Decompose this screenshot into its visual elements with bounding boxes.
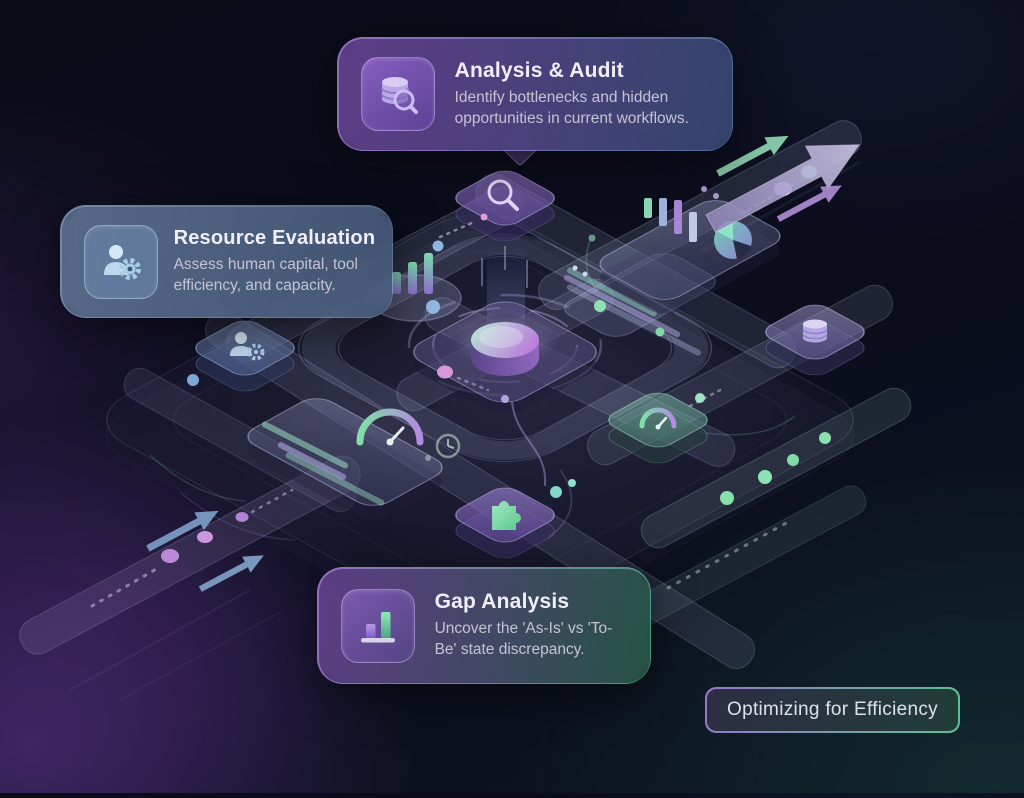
database-icon (802, 319, 828, 343)
inflow-arrow-1 (146, 510, 219, 552)
panel-text-line (261, 421, 349, 469)
gauge-node (608, 392, 708, 464)
metrics-panel (247, 398, 461, 520)
growth-arrow-large (705, 144, 861, 234)
card-description: Uncover the 'As-Is' vs 'To-Be' state dis… (434, 620, 613, 659)
card-title: Analysis & Audit (454, 58, 624, 82)
callout-card-gap-analysis: Gap Analysis Uncover the 'As-Is' vs 'To-… (317, 567, 652, 685)
card-description: Assess human capital, tool efficiency, a… (173, 255, 358, 294)
user-gear-icon (230, 332, 265, 361)
panel-gauge (356, 408, 424, 446)
hub-node (413, 301, 597, 415)
panel-pie-chart (714, 220, 752, 259)
search-node (455, 170, 555, 242)
callout-card-analysis-audit: Analysis & Audit Identify bottlenecks an… (337, 37, 734, 152)
hub-disc-top (471, 322, 539, 358)
inflow-arrow-2 (198, 555, 264, 592)
growth-arrow-purple (776, 185, 842, 222)
panel-text-line (285, 452, 385, 506)
clock-icon (425, 433, 461, 461)
badge-label: Optimizing for Efficiency (727, 699, 938, 720)
growth-arrow-green (716, 135, 789, 177)
card-title: Gap Analysis (434, 590, 570, 614)
flow-dots (90, 165, 831, 608)
gauge-icon (639, 407, 677, 430)
connector-wires (501, 234, 599, 539)
beam-sparks (481, 246, 528, 288)
panel-dot (701, 186, 707, 192)
database-search-icon (360, 57, 435, 132)
card-title: Resource Evaluation (173, 226, 376, 249)
puzzle-icon (492, 501, 521, 530)
magnifier-icon (487, 179, 519, 211)
panel-bar-chart (644, 198, 697, 242)
database-node (765, 304, 865, 376)
lane-left (123, 367, 357, 513)
user-gear-icon (83, 224, 158, 299)
panel-text-line (277, 442, 347, 480)
puzzle-node (455, 487, 555, 559)
callout-card-resource-evaluation: Resource Evaluation Assess human capital… (60, 205, 394, 319)
lane-exit-right-1 (640, 387, 912, 549)
analytics-panel (599, 186, 781, 314)
panel-dot (713, 193, 719, 199)
efficiency-badge: Optimizing for Efficiency (705, 687, 960, 733)
card-description: Identify bottlenecks and hidden opportun… (454, 88, 689, 127)
bar-chart-icon (340, 588, 415, 663)
user-node (195, 320, 295, 392)
hub-disc-highlight (479, 326, 523, 348)
